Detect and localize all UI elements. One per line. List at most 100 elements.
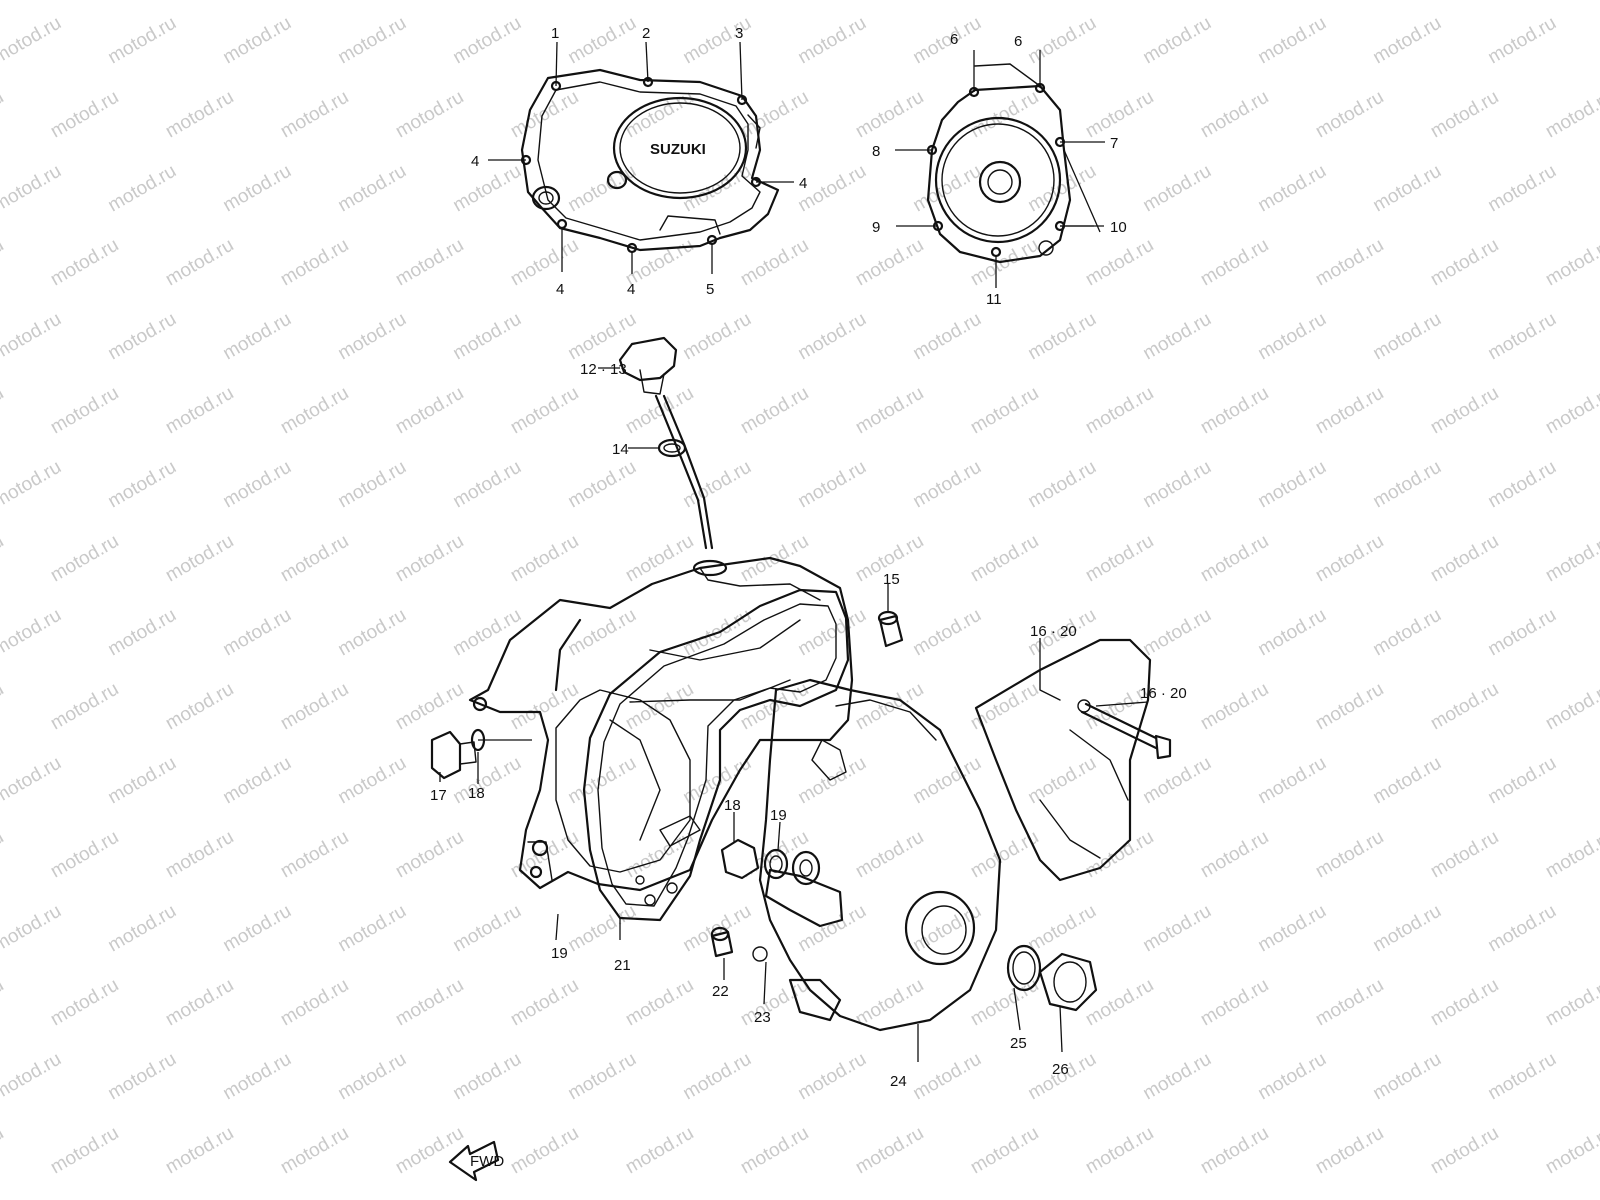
callout-25: 16 · 20 [1030, 623, 1077, 640]
watermark-text: motod.ru [1140, 605, 1215, 661]
watermark-text: motod.ru [622, 679, 697, 735]
watermark-text: motod.ru [565, 1049, 640, 1105]
watermark-text: motod.ru [507, 975, 582, 1031]
callout-8: 12 · 13 [580, 361, 627, 378]
watermark-text: motod.ru [277, 235, 352, 291]
watermark-text: motod.ru [0, 1123, 7, 1179]
watermark-text: motod.ru [565, 901, 640, 957]
watermark-text: motod.ru [1197, 87, 1272, 143]
watermark-text: motod.ru [277, 1123, 352, 1179]
watermark-text: motod.ru [1485, 13, 1560, 69]
watermark-text: motod.ru [1025, 13, 1100, 69]
watermark-text: motod.ru [335, 1049, 410, 1105]
watermark-text: motod.ru [0, 87, 7, 143]
callout-7: 2 [642, 25, 650, 42]
watermark-text: motod.ru [1197, 975, 1272, 1031]
watermark-text: motod.ru [967, 1123, 1042, 1179]
watermark-text: motod.ru [737, 235, 812, 291]
callout-6: 5 [706, 281, 714, 298]
plug-bolt-10 [430, 730, 477, 780]
watermark-text: motod.ru [220, 309, 295, 365]
watermark-text: motod.ru [967, 87, 1042, 143]
watermark-text: motod.ru [795, 309, 870, 365]
watermark-text: motod.ru [1370, 753, 1445, 809]
drain-plug-21 [720, 838, 760, 880]
oil-cap-o-ring [657, 438, 687, 458]
watermark-text: motod.ru [1542, 235, 1600, 291]
sprocket-cover [974, 638, 1152, 882]
watermark-text: motod.ru [1082, 235, 1157, 291]
callout-12-13: 24 [890, 1073, 907, 1090]
watermark-text: motod.ru [277, 87, 352, 143]
dowel-pin-15 [710, 926, 734, 958]
watermark-text: motod.ru [450, 161, 525, 217]
callout-4: 3 [735, 25, 743, 42]
watermark-text: motod.ru [392, 383, 467, 439]
watermark-text: motod.ru [1427, 383, 1502, 439]
watermark-text: motod.ru [335, 457, 410, 513]
watermark-text: motod.ru [1255, 309, 1330, 365]
magneto-cover [926, 63, 1072, 264]
watermark-text: motod.ru [507, 235, 582, 291]
watermark-text: motod.ru [0, 457, 65, 513]
watermark-text: motod.ru [220, 1049, 295, 1105]
watermark-text: motod.ru [1370, 13, 1445, 69]
watermark-text: motod.ru [795, 901, 870, 957]
watermark-text: motod.ru [910, 457, 985, 513]
watermark-text: motod.ru [162, 235, 237, 291]
watermark-text: motod.ru [1140, 901, 1215, 957]
watermark-text: motod.ru [105, 13, 180, 69]
watermark-text: motod.ru [1025, 753, 1100, 809]
watermark-text: motod.ru [795, 457, 870, 513]
watermark-text: motod.ru [1312, 531, 1387, 587]
fitting-22b [791, 850, 821, 886]
watermark-text: motod.ru [1255, 1049, 1330, 1105]
watermark-text: motod.ru [680, 753, 755, 809]
watermark-text: motod.ru [1542, 679, 1600, 735]
callout-5: 4 [799, 175, 807, 192]
watermark-text: motod.ru [277, 975, 352, 1031]
watermark-text: motod.ru [1312, 383, 1387, 439]
watermark-text: motod.ru [1542, 827, 1600, 883]
watermark-text: motod.ru [105, 457, 180, 513]
watermark-text: motod.ru [1140, 309, 1215, 365]
watermark-text: motod.ru [1197, 383, 1272, 439]
watermark-text: motod.ru [1312, 1123, 1387, 1179]
watermark-text: motod.ru [105, 605, 180, 661]
watermark-text: motod.ru [47, 235, 122, 291]
watermark-text: motod.ru [565, 161, 640, 217]
watermark-text: motod.ru [105, 309, 180, 365]
watermark-text: motod.ru [1370, 161, 1445, 217]
watermark-text: motod.ru [392, 531, 467, 587]
watermark-text: motod.ru [507, 1123, 582, 1179]
watermark-text: motod.ru [220, 901, 295, 957]
watermark-text: motod.ru [220, 605, 295, 661]
o-ring-24 [1006, 944, 1042, 992]
watermark-text: motod.ru [1255, 13, 1330, 69]
leader-lines [439, 41, 1149, 1062]
watermark-text: motod.ru [1485, 161, 1560, 217]
watermark-text: motod.ru [1312, 679, 1387, 735]
watermark-text: motod.ru [910, 605, 985, 661]
watermark-text: motod.ru [1542, 531, 1600, 587]
watermark-text: motod.ru [1082, 383, 1157, 439]
watermark-text: motod.ru [737, 383, 812, 439]
callout-labels: 1 2 3 4 4 4 4 5 6 6 7 8 9 10 11 12 · 13 … [430, 25, 1187, 1090]
watermark-text: motod.ru [795, 753, 870, 809]
watermark-text: motod.ru [1485, 457, 1560, 513]
watermark-text: motod.ru [1025, 309, 1100, 365]
watermark-text: motod.ru [47, 87, 122, 143]
watermark-text: motod.ru [162, 87, 237, 143]
callout-16-20: 6 [1014, 33, 1022, 50]
watermark-text: motod.ru [1427, 531, 1502, 587]
watermark-text: motod.ru [1485, 309, 1560, 365]
watermark-text: motod.ru [105, 753, 180, 809]
watermark-text: motod.ru [967, 383, 1042, 439]
callout-21: 18 [724, 797, 741, 814]
watermark-text: motod.ru [1427, 975, 1502, 1031]
watermark-text: motod.ru [1485, 901, 1560, 957]
callout-24: 25 [1010, 1035, 1027, 1052]
callout-16-20: 6 [950, 31, 958, 48]
watermark-text: motod.ru [967, 235, 1042, 291]
watermark-text: motod.ru [1427, 679, 1502, 735]
